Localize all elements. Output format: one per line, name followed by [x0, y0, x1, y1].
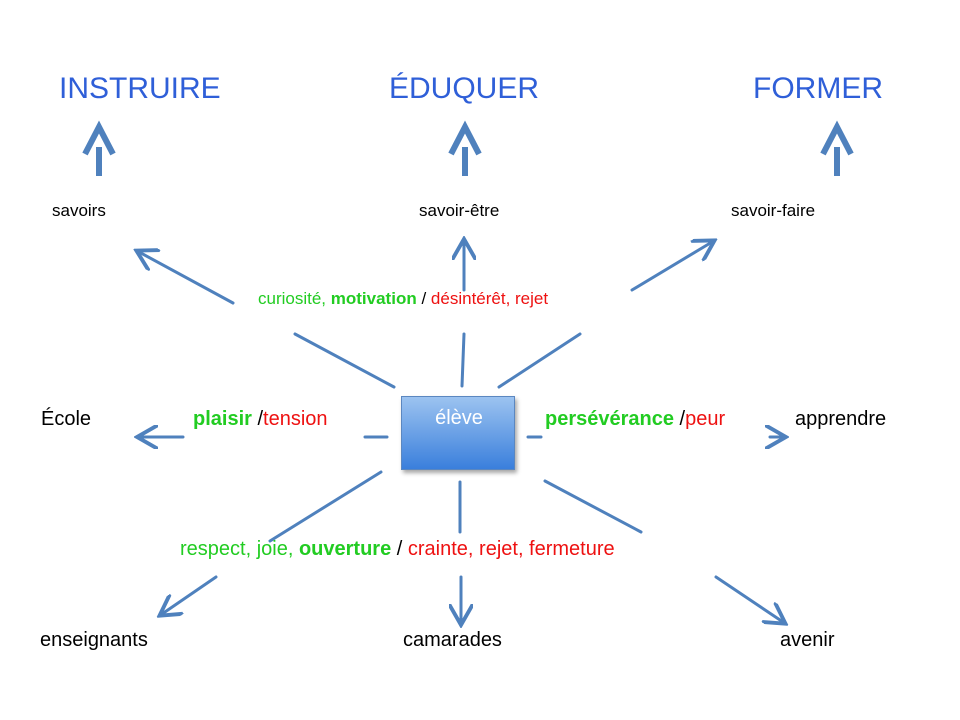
arrow-to-savoirs [139, 252, 235, 305]
arrow-to-savoir-faire-lower [497, 332, 582, 389]
top-negative: désintérêt, rejet [430, 289, 549, 308]
label-savoir-faire: savoir-faire [731, 201, 816, 220]
label-apprendre: apprendre [795, 408, 887, 430]
arrow-to-enseignants-upper [268, 470, 383, 543]
top-positive-1: curiosité, [258, 289, 327, 308]
up-arrow-icon [820, 120, 854, 176]
right-negative: peur [685, 408, 726, 430]
title-instruire: INSTRUIRE [59, 72, 221, 105]
top-separator: / [421, 289, 427, 308]
arrow-to-savoir-faire [630, 242, 712, 292]
right-positive: persévérance [545, 408, 674, 430]
arrow-to-avenir [714, 575, 783, 622]
center-label: élève [435, 407, 483, 429]
center-eleve-box: élève [401, 396, 515, 470]
arrow-to-savoir-etre-lower [460, 332, 466, 388]
up-arrow-icon [82, 120, 116, 176]
right-feelings: persévérance /peur [545, 408, 725, 431]
label-enseignants: enseignants [40, 629, 148, 651]
arrow-to-enseignants [162, 575, 218, 614]
top-feelings: curiosité, motivation / désintérêt, reje… [258, 289, 548, 309]
arrow-to-avenir-upper [543, 479, 643, 534]
left-positive: plaisir [193, 408, 252, 430]
top-positive-2: motivation [330, 289, 417, 308]
label-ecole: École [41, 408, 92, 430]
title-eduquer: ÉDUQUER [389, 72, 540, 105]
label-savoir-etre: savoir-être [419, 201, 500, 220]
left-negative: tension [263, 408, 328, 430]
bottom-positive-1: respect, joie, [180, 538, 294, 560]
label-camarades: camarades [403, 629, 502, 651]
label-savoirs: savoirs [52, 201, 106, 220]
title-former: FORMER [753, 72, 883, 105]
arrow-to-savoirs-lower [293, 332, 396, 389]
bottom-negative: crainte, rejet, fermeture [407, 538, 615, 560]
bottom-separator: / [396, 538, 403, 560]
up-arrow-icon [448, 120, 482, 176]
bottom-feelings: respect, joie, ouverture / crainte, reje… [180, 538, 615, 561]
left-feelings: plaisir /tension [193, 408, 328, 431]
bottom-positive-2: ouverture [298, 538, 392, 560]
label-avenir: avenir [780, 629, 835, 651]
right-separator: / [679, 408, 686, 430]
left-separator: / [257, 408, 264, 430]
